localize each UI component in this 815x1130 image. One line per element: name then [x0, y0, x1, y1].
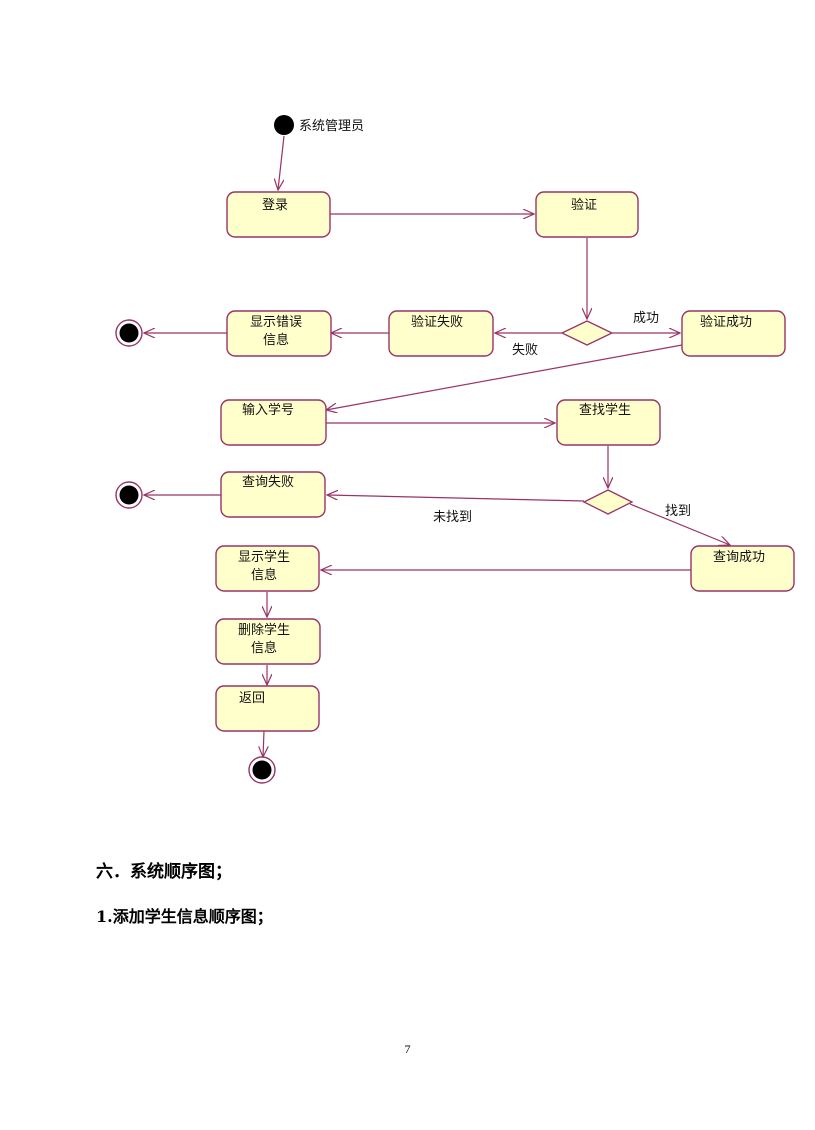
decision-verify	[560, 320, 614, 346]
subsection-heading: 1.添加学生信息顺序图；	[96, 907, 273, 926]
edge-label-success: 成功	[633, 311, 659, 326]
svg-text:验证成功: 验证成功	[700, 314, 752, 330]
final-node	[115, 481, 143, 509]
final-node	[248, 756, 276, 784]
svg-text:输入学号: 输入学号	[242, 402, 294, 418]
final-node	[115, 319, 143, 347]
edge-start-login	[278, 135, 285, 190]
svg-text:验证失败: 验证失败	[411, 314, 463, 330]
action-login: 登录	[226, 191, 331, 238]
page-number: 7	[404, 1042, 411, 1056]
svg-text:返回: 返回	[239, 691, 265, 706]
svg-text:显示学生: 显示学生	[238, 549, 290, 565]
start-label: 系统管理员	[299, 119, 364, 134]
action-show-error: 显示错误 信息	[226, 310, 332, 357]
edge-back-final	[263, 730, 264, 757]
svg-text:显示错误: 显示错误	[250, 315, 302, 330]
initial-node	[274, 115, 294, 135]
edge-decision-found	[629, 503, 730, 545]
edge-label-not-found: 未找到	[433, 510, 472, 525]
svg-text:删除学生: 删除学生	[238, 622, 290, 638]
action-query-fail: 查询失败	[220, 471, 326, 518]
action-input-id: 输入学号	[220, 399, 327, 446]
action-delete-student: 删除学生 信息	[215, 618, 321, 665]
svg-text:验证: 验证	[571, 197, 597, 213]
action-verify: 验证	[535, 191, 639, 238]
svg-text:查询成功: 查询成功	[713, 550, 765, 565]
edge-success-input	[326, 344, 683, 410]
edge-label-fail: 失败	[512, 343, 538, 358]
section-heading: 六．系统顺序图；	[96, 862, 232, 882]
edges	[144, 135, 730, 757]
svg-text:信息: 信息	[251, 640, 277, 656]
edge-label-found: 找到	[665, 504, 691, 519]
action-find-student: 查找学生	[556, 399, 661, 446]
svg-text:信息: 信息	[251, 567, 277, 583]
activity-diagram: 系统管理员 登录 验证	[115, 115, 795, 784]
svg-text:查找学生: 查找学生	[579, 402, 631, 418]
action-verify-success: 验证成功	[681, 310, 786, 357]
svg-text:信息: 信息	[263, 332, 289, 348]
edge-decision-notfound	[327, 495, 585, 502]
action-back: 返回	[215, 685, 320, 732]
decision-find	[582, 489, 634, 515]
svg-text:登录: 登录	[262, 198, 288, 213]
action-query-success: 查询成功	[690, 545, 795, 592]
svg-text:查询失败: 查询失败	[242, 475, 294, 490]
action-verify-fail: 验证失败	[388, 310, 494, 357]
action-show-student: 显示学生 信息	[215, 545, 320, 592]
